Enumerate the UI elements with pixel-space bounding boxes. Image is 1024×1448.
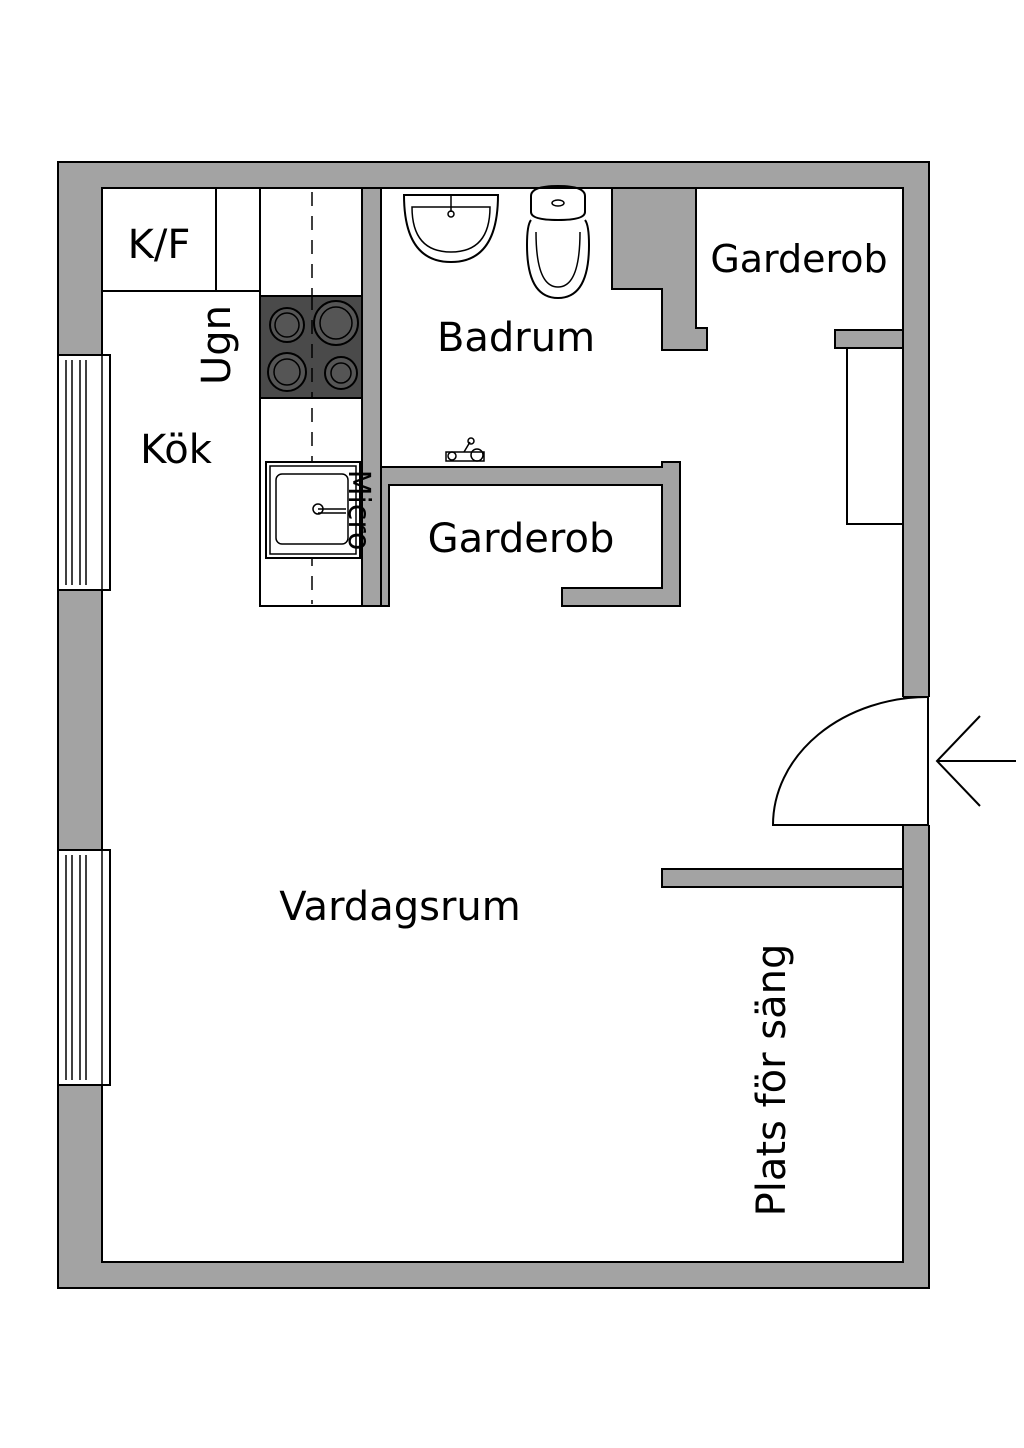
- bed-area-label: Plats för säng: [749, 944, 795, 1217]
- tall-cabinet: [215, 187, 261, 292]
- bed-partition-wall: [661, 868, 904, 888]
- window-upper: [57, 354, 111, 591]
- stove-icon: [259, 295, 363, 399]
- door-swing: [771, 696, 929, 826]
- fridge-freezer-cabinet: [101, 187, 217, 292]
- door-opening: [900, 697, 932, 825]
- kitchen-label: Kök: [140, 427, 213, 473]
- wardrobe-middle-label: Garderob: [428, 516, 615, 562]
- bathroom-wall-bottom: [380, 461, 681, 607]
- toilet-icon: [525, 184, 591, 300]
- wardrobe-top-label: Garderob: [710, 237, 887, 281]
- living-room-label: Vardagsrum: [279, 884, 520, 930]
- wardrobe-wall-stub: [834, 329, 904, 349]
- wardrobe-shelf: [846, 347, 904, 525]
- bathroom-wardrobe-wall: [611, 187, 708, 351]
- shower-tap-icon: [445, 437, 485, 462]
- window-lower: [57, 849, 111, 1086]
- fridge-freezer-label: K/F: [128, 222, 191, 268]
- washbasin-icon: [402, 194, 500, 264]
- microwave-label: Micro: [341, 470, 376, 551]
- entrance-arrow-icon: [935, 715, 1016, 807]
- bathroom-label: Badrum: [437, 315, 595, 361]
- oven-label: Ugn: [194, 305, 240, 385]
- kitchen-sink-icon: [265, 461, 361, 559]
